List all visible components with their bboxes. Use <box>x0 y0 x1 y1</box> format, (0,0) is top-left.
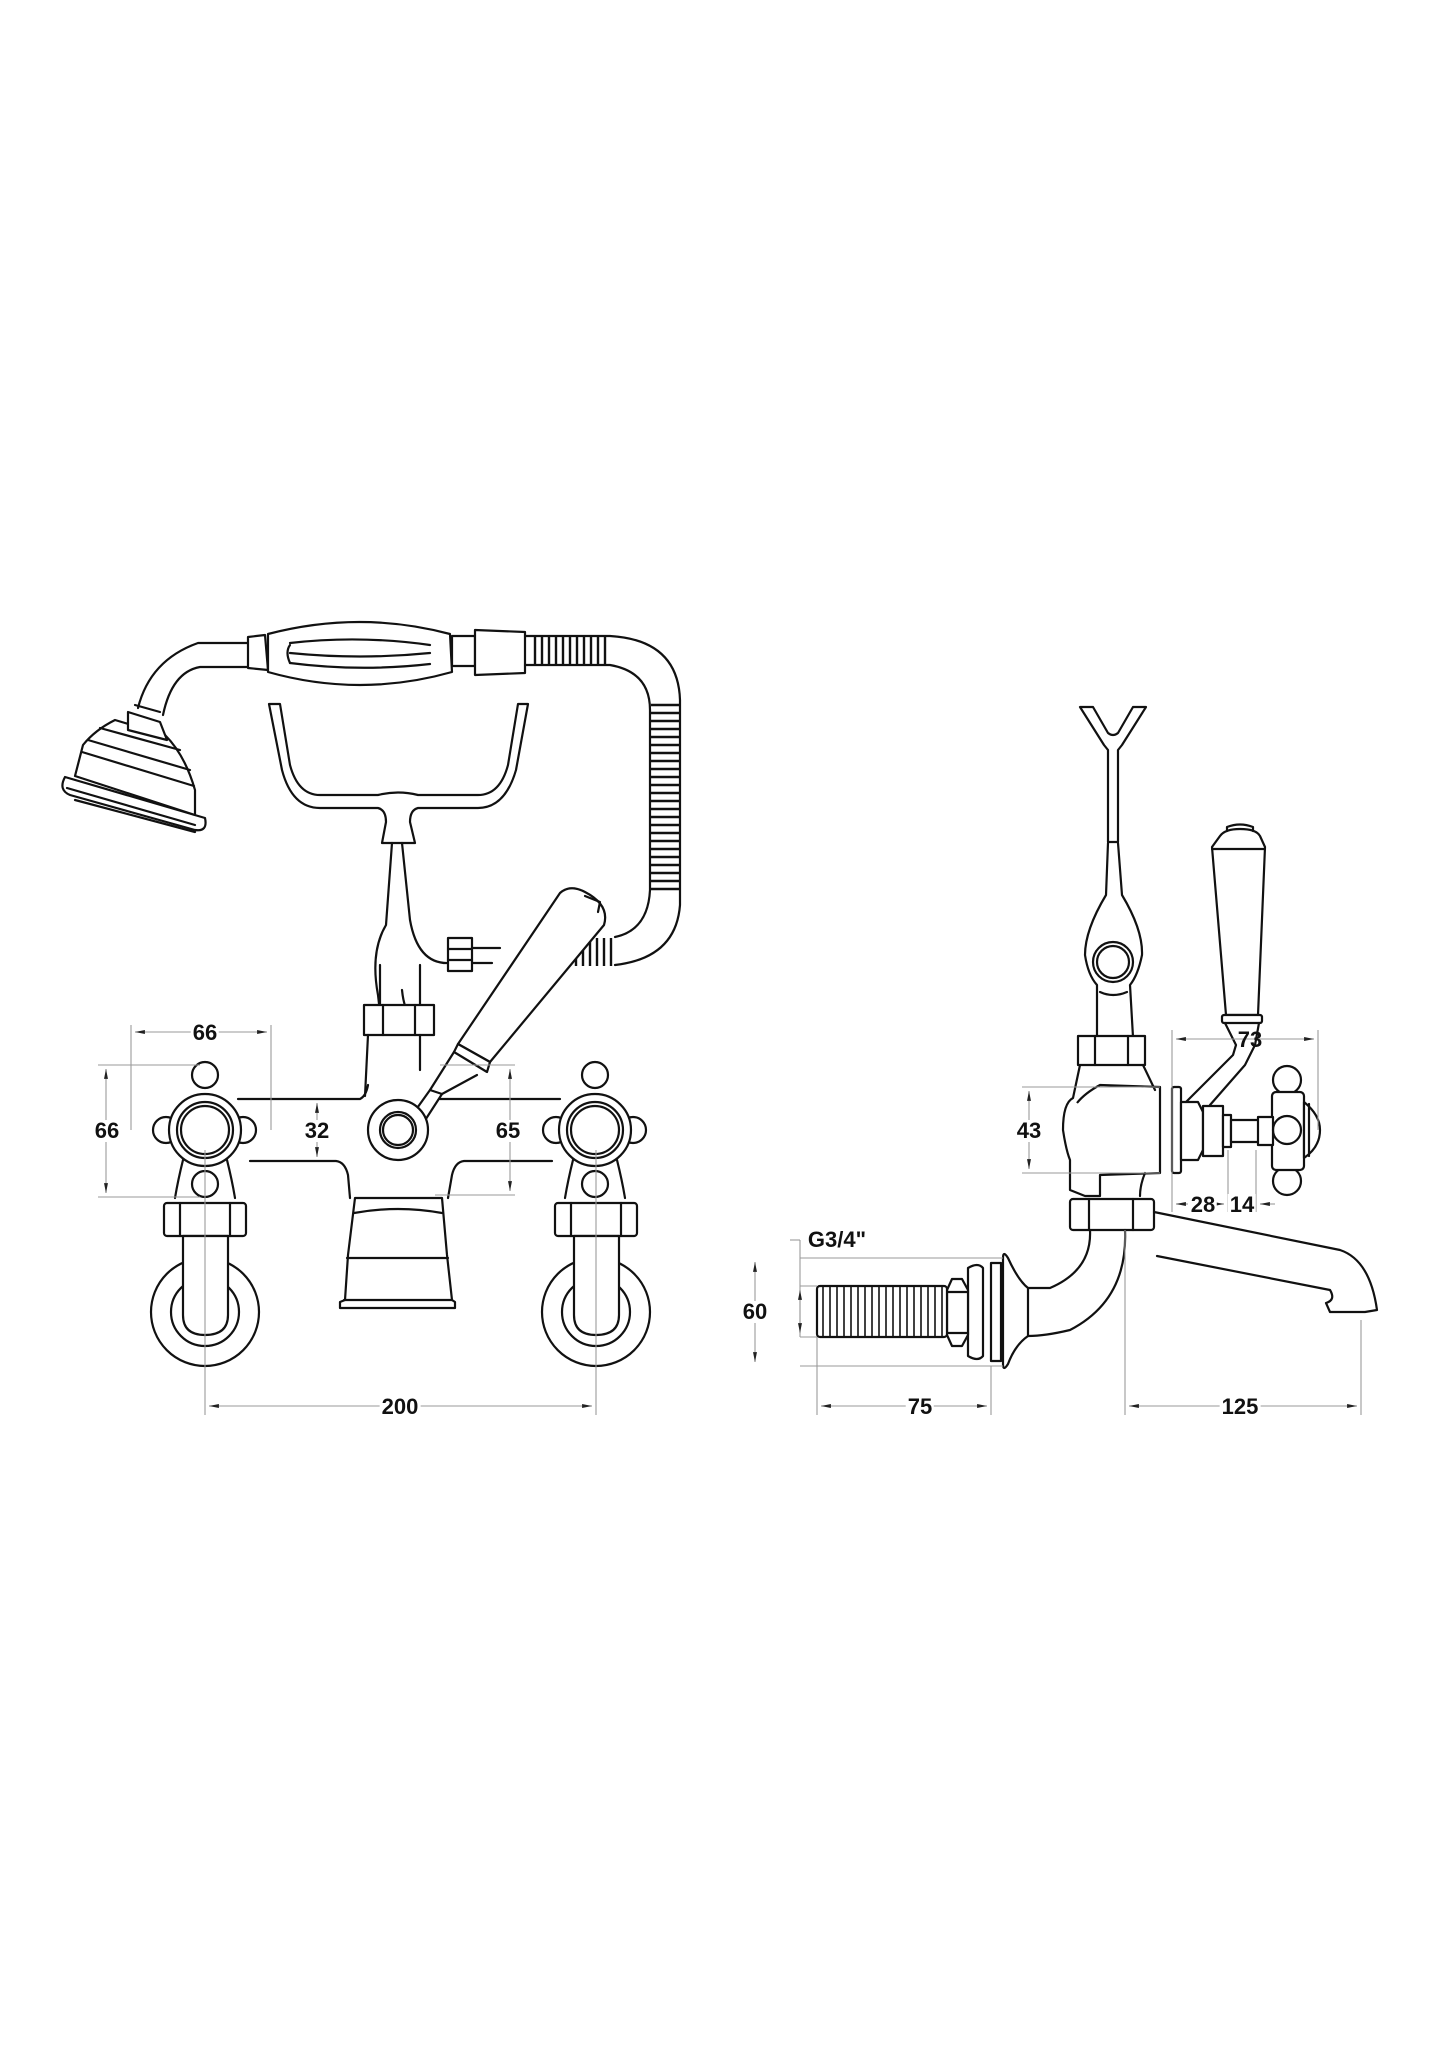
central-column <box>362 963 436 1098</box>
dim-side-body-height: 43 <box>1014 1118 1044 1143</box>
right-cross-handle <box>541 1060 648 1200</box>
inlet-thread-hatching <box>822 1287 943 1336</box>
side-spout <box>1026 1210 1379 1338</box>
front-view <box>61 620 682 1415</box>
hose-hatching-top <box>533 637 607 664</box>
dim-spout-reach: 125 <box>1219 1394 1261 1419</box>
diverter-lever <box>408 887 607 1127</box>
side-cross-handle <box>1256 1064 1322 1197</box>
dim-spindle-a: 28 <box>1188 1192 1218 1217</box>
shower-handset <box>136 620 527 717</box>
dim-handle-width: 66 <box>190 1020 220 1045</box>
side-bottom-nut <box>1068 1197 1156 1232</box>
side-view <box>753 705 1379 1415</box>
side-dimension-lines <box>753 1030 1362 1415</box>
dim-thread-size: G3/4" <box>805 1227 869 1252</box>
side-lever <box>1184 823 1267 1107</box>
dim-inlet-length: 75 <box>905 1394 935 1419</box>
side-cradle <box>1078 705 1148 1039</box>
dim-spindle-b: 14 <box>1227 1192 1257 1217</box>
shower-outlet-nut <box>446 936 502 973</box>
dim-body-height: 32 <box>302 1118 332 1143</box>
wall-inlet <box>815 1252 1030 1370</box>
shower-cradle <box>267 702 530 1032</box>
dim-lever-projection: 73 <box>1237 1027 1263 1052</box>
shower-hose <box>523 634 682 967</box>
mixer-body <box>236 1083 562 1200</box>
side-top-nut <box>1076 1034 1147 1067</box>
dim-flange-diameter: 60 <box>740 1299 770 1324</box>
dim-body-overall-height: 65 <box>493 1118 523 1143</box>
side-body <box>1061 1063 1261 1198</box>
dim-handle-height: 66 <box>92 1118 122 1143</box>
shower-head <box>61 703 207 834</box>
hose-hatching-vertical <box>651 703 679 891</box>
dim-centres: 200 <box>379 1394 421 1419</box>
bath-spout-front <box>338 1196 457 1310</box>
